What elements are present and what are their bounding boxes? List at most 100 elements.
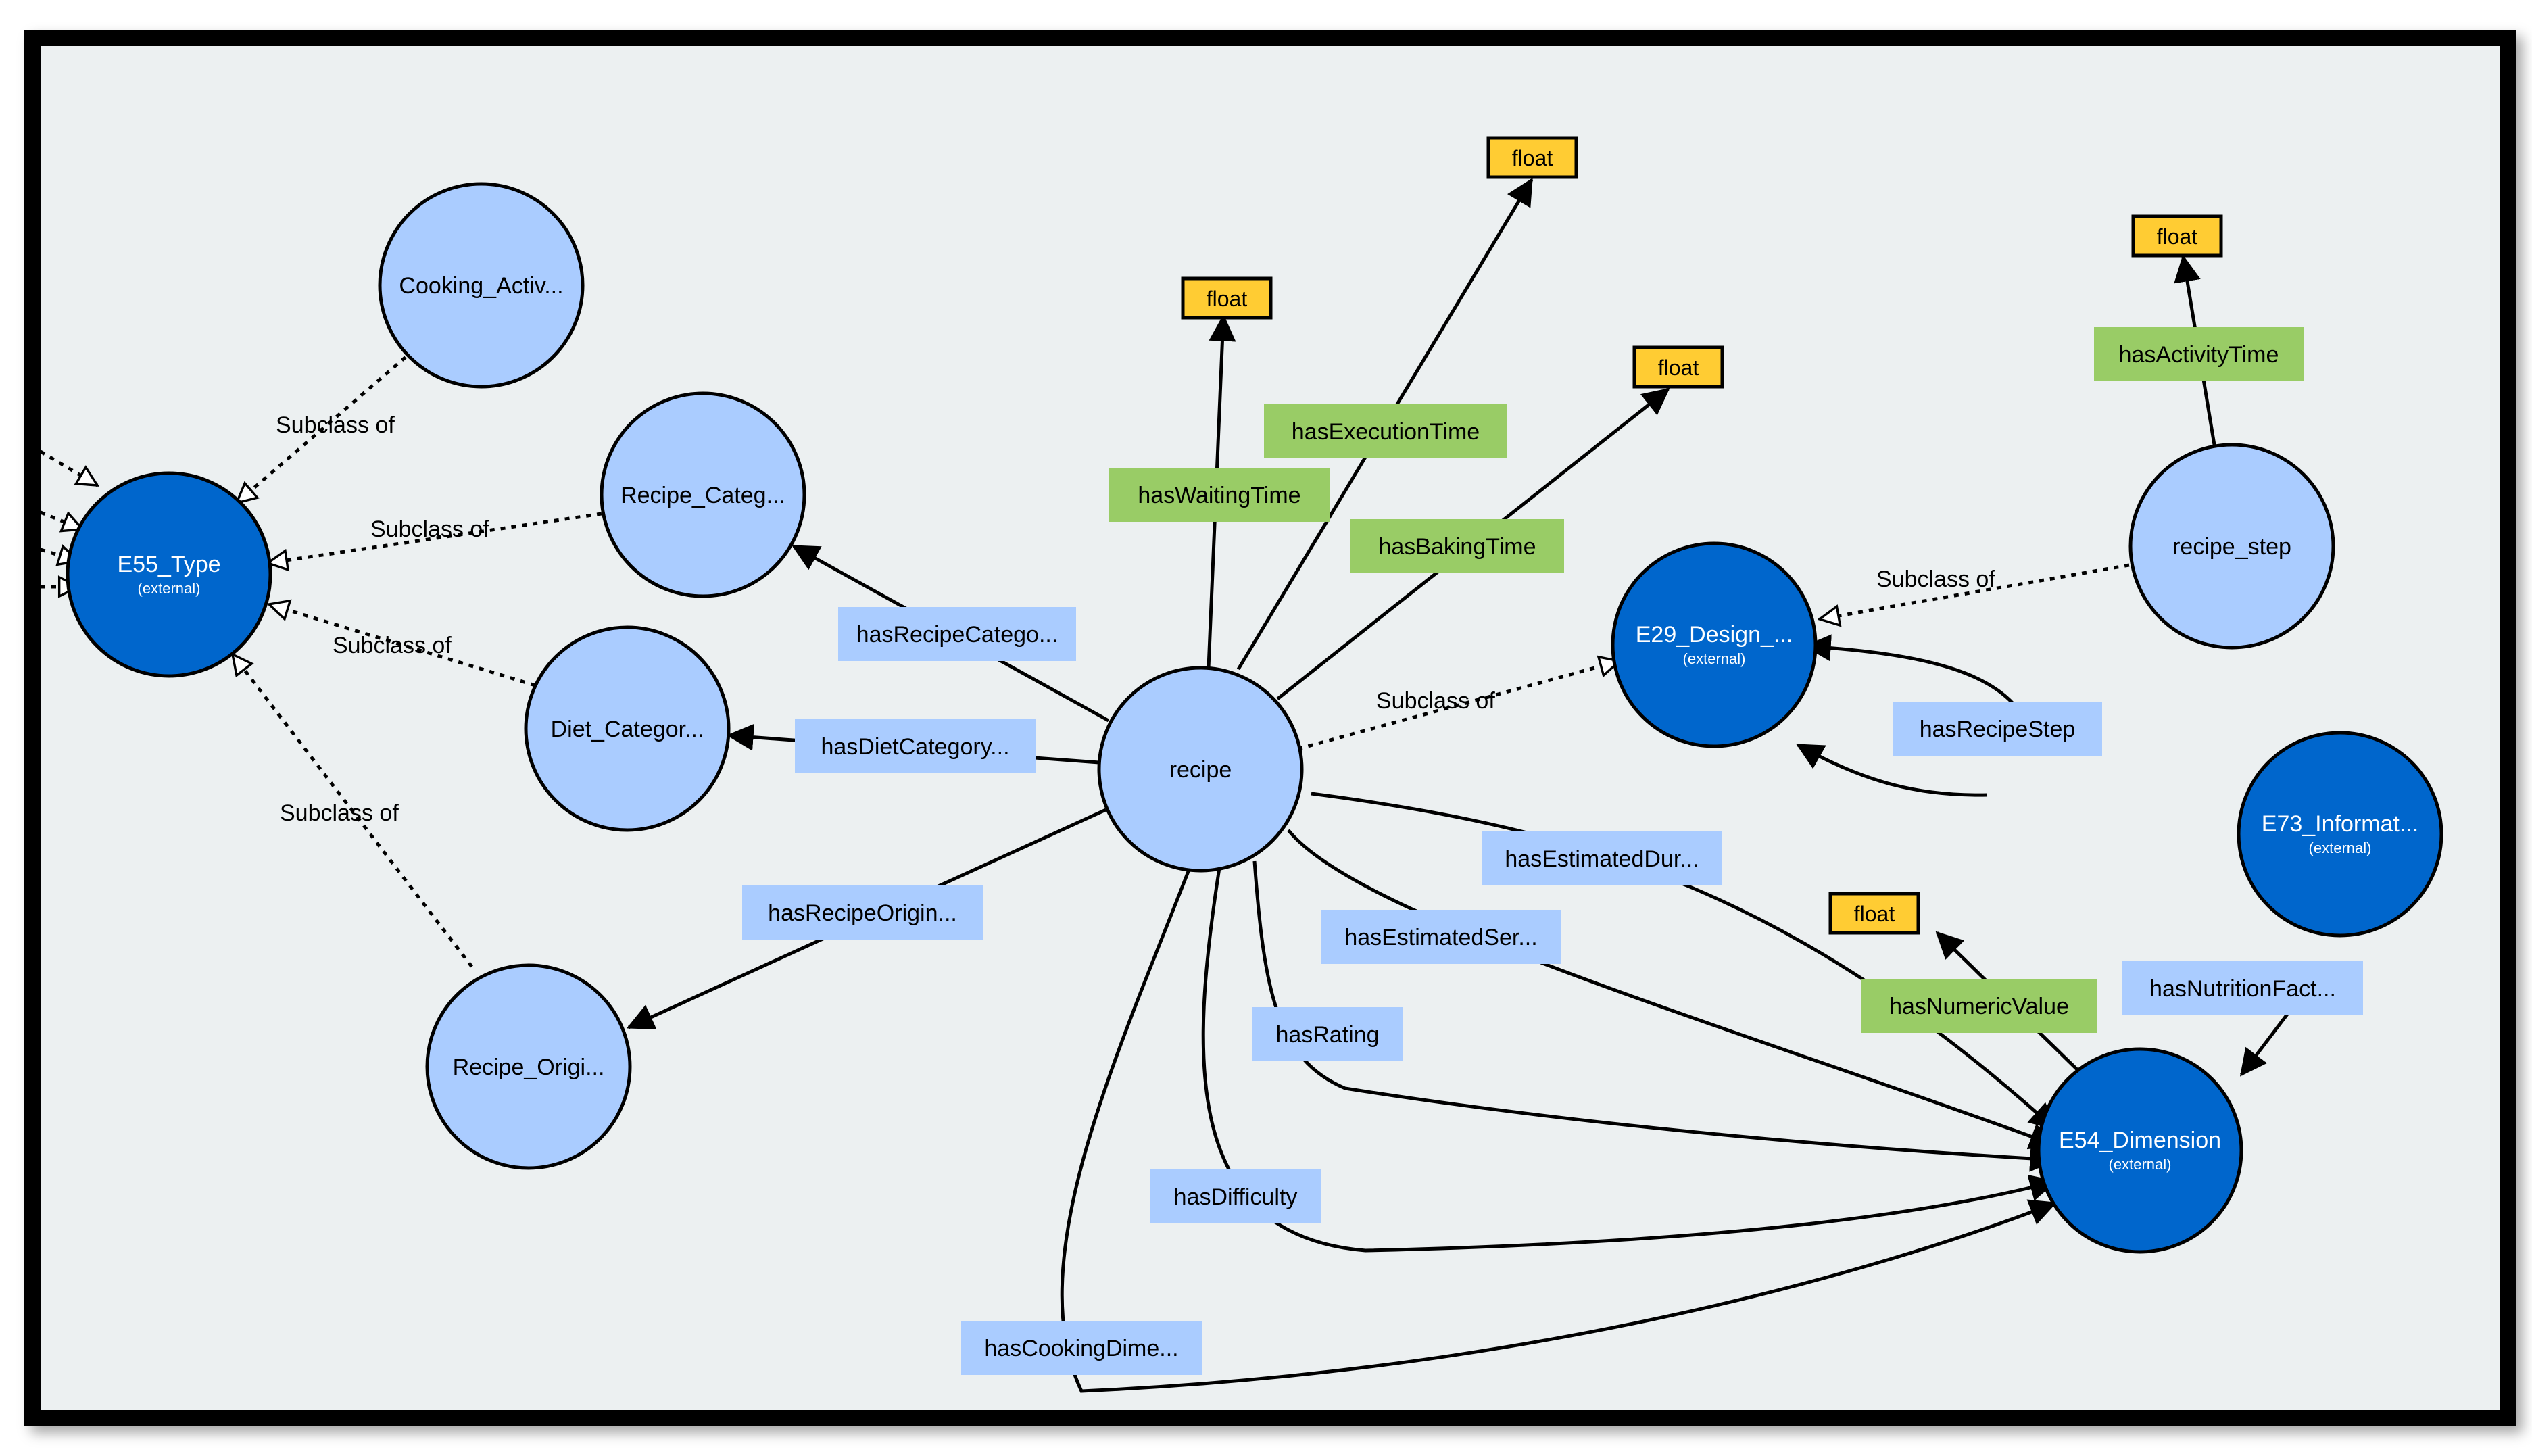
- class-node-rcat[interactable]: Recipe_Categ...: [600, 391, 806, 598]
- edge-has-difficulty: [1201, 867, 2058, 1253]
- class-node-label: Diet_Categor...: [551, 717, 704, 742]
- class-node-sublabel: (external): [138, 580, 201, 597]
- ontology-graph: E55_Type (external) Cooking_Activ... Recipe…: [41, 136, 2443, 1393]
- property-baking[interactable]: hasBakingTime: [1350, 519, 1564, 573]
- subclass-of-label: Subclass of: [1376, 688, 1495, 714]
- property-label: hasEstimatedSer...: [1344, 925, 1537, 950]
- edge-has-recipe-step-return: [1796, 743, 1988, 797]
- class-node-circle: [2037, 1047, 2243, 1254]
- property-box: [742, 885, 983, 940]
- ontology-graph-canvas[interactable]: E55_Type (external) Cooking_Activ... Recipe…: [41, 46, 2500, 1410]
- property-label: hasRecipeStep: [1920, 717, 2076, 742]
- property-nutrition[interactable]: hasNutritionFact...: [2122, 961, 2363, 1015]
- property-subclass-recipe[interactable]: Subclass of: [1376, 688, 1495, 714]
- datatype-label: float: [1854, 902, 1895, 926]
- class-node-e73[interactable]: E73_Informat... (external): [2237, 731, 2443, 938]
- property-label: hasNutritionFact...: [2149, 976, 2336, 1002]
- property-box: [1482, 831, 1722, 885]
- property-label: hasBakingTime: [1378, 534, 1536, 560]
- class-node-circle: [1097, 666, 1304, 873]
- property-cookdim[interactable]: hasCookingDime...: [961, 1321, 1202, 1375]
- property-label: hasActivityTime: [2119, 342, 2279, 368]
- class-node-circle: [2128, 443, 2335, 650]
- datatype-label: float: [1512, 146, 1553, 170]
- class-node-recipe[interactable]: recipe: [1097, 666, 1304, 873]
- property-label: hasEstimatedDur...: [1505, 846, 1699, 872]
- class-node-label: Recipe_Categ...: [620, 483, 785, 508]
- property-box: [961, 1321, 1202, 1375]
- class-node-circle: [524, 625, 731, 832]
- datatype-node-f1[interactable]: float: [1181, 276, 1273, 320]
- property-activity[interactable]: hasActivityTime: [2094, 327, 2304, 381]
- property-label: hasWaitingTime: [1138, 483, 1300, 508]
- property-estser[interactable]: hasEstimatedSer...: [1321, 910, 1561, 964]
- property-subclass-rorig[interactable]: Subclass of: [280, 800, 399, 826]
- property-subclass-diet[interactable]: Subclass of: [333, 633, 452, 658]
- property-box: [1264, 404, 1507, 458]
- property-waiting[interactable]: hasWaitingTime: [1109, 468, 1330, 522]
- class-node-label: E54_Dimension: [2059, 1127, 2221, 1153]
- property-subclass-rstep[interactable]: Subclass of: [1876, 566, 1995, 592]
- property-rorig[interactable]: hasRecipeOrigin...: [742, 885, 983, 940]
- property-label: hasRating: [1275, 1022, 1379, 1048]
- property-estdur[interactable]: hasEstimatedDur...: [1482, 831, 1722, 885]
- property-rating[interactable]: hasRating: [1252, 1007, 1403, 1061]
- datatype-box: [2131, 214, 2223, 258]
- class-node-label: E73_Informat...: [2262, 811, 2418, 837]
- property-label: hasCookingDime...: [984, 1336, 1178, 1361]
- datatype-label: float: [1207, 287, 1248, 311]
- subclass-edge-recipe-category: [268, 512, 602, 563]
- property-box: [1150, 1169, 1321, 1223]
- class-node-rorig[interactable]: Recipe_Origi...: [425, 963, 632, 1170]
- property-execution[interactable]: hasExecutionTime: [1264, 404, 1507, 458]
- datatype-node-f3[interactable]: float: [1632, 345, 1724, 389]
- property-box: [838, 607, 1076, 661]
- datatype-box: [1632, 345, 1724, 389]
- class-node-circle: [600, 391, 806, 598]
- datatype-box: [1181, 276, 1273, 320]
- datatype-label: float: [1658, 356, 1699, 380]
- property-numeric[interactable]: hasNumericValue: [1861, 979, 2097, 1033]
- property-rcat[interactable]: hasRecipeCatego...: [838, 607, 1076, 661]
- property-label: hasNumericValue: [1889, 994, 2069, 1019]
- property-label: hasDietCategory...: [821, 734, 1009, 760]
- class-node-e55[interactable]: E55_Type (external): [66, 471, 272, 678]
- property-box: [1893, 702, 2102, 756]
- class-node-label: recipe: [1169, 757, 1232, 783]
- class-node-e29[interactable]: E29_Design_... (external): [1611, 541, 1818, 748]
- property-box: [795, 719, 1036, 773]
- datatype-node-f4[interactable]: float: [2131, 214, 2223, 258]
- class-node-diet[interactable]: Diet_Categor...: [524, 625, 731, 832]
- edge-has-estimated-duration: [1311, 792, 2057, 1131]
- class-node-sublabel: (external): [2309, 840, 2372, 856]
- property-difficulty[interactable]: hasDifficulty: [1150, 1169, 1321, 1223]
- property-label: hasRecipeOrigin...: [768, 900, 957, 926]
- datatype-box: [1828, 892, 1920, 935]
- class-node-circle: [1611, 541, 1818, 748]
- subclass-of-label: Subclass of: [1876, 566, 1995, 592]
- subclass-edge-recipe-step: [1820, 563, 2130, 619]
- class-node-e54[interactable]: E54_Dimension (external): [2037, 1047, 2243, 1254]
- property-diet[interactable]: hasDietCategory...: [795, 719, 1036, 773]
- subclass-of-label: Subclass of: [280, 800, 399, 826]
- class-node-rstep[interactable]: recipe_step: [2128, 443, 2335, 650]
- property-box: [2122, 961, 2363, 1015]
- class-node-label: E55_Type: [117, 552, 220, 577]
- property-label: hasRecipeCatego...: [856, 622, 1058, 648]
- subclass-edge-recipe: [1297, 661, 1620, 751]
- class-node-circle: [425, 963, 632, 1170]
- property-subclass-rcat[interactable]: Subclass of: [370, 516, 489, 542]
- class-node-cooking[interactable]: Cooking_Activ...: [378, 182, 585, 389]
- class-node-label: E29_Design_...: [1636, 622, 1793, 648]
- datatype-label: float: [2157, 224, 2198, 249]
- property-subclass-cooking[interactable]: Subclass of: [276, 412, 395, 438]
- property-label: hasExecutionTime: [1292, 419, 1480, 445]
- class-node-sublabel: (external): [1683, 650, 1746, 667]
- class-node-circle: [66, 471, 272, 678]
- property-box: [1861, 979, 2097, 1033]
- datatype-node-f2[interactable]: float: [1486, 136, 1578, 179]
- subclass-edge-diet-category: [269, 604, 536, 687]
- class-node-sublabel: (external): [2109, 1156, 2172, 1173]
- datatype-node-f5[interactable]: float: [1828, 892, 1920, 935]
- property-rstep[interactable]: hasRecipeStep: [1893, 702, 2102, 756]
